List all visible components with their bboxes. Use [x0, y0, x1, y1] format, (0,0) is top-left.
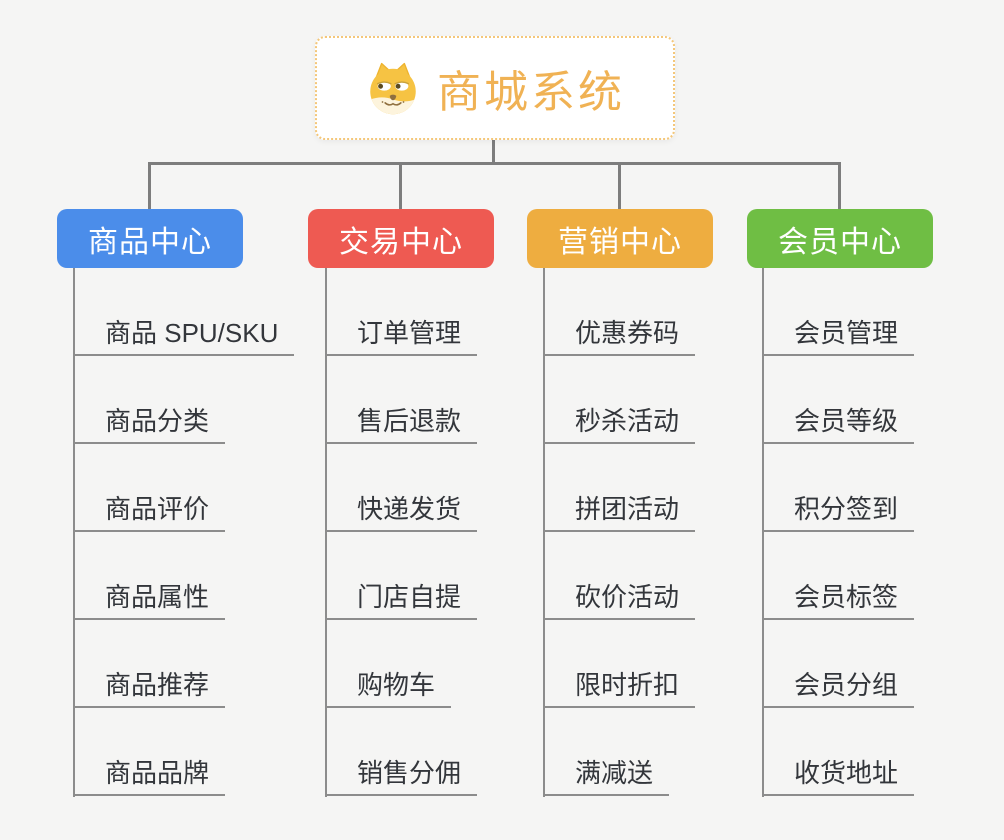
leaf-node[interactable]: 快递发货	[327, 444, 478, 532]
leaf-node[interactable]: 商品评价	[75, 444, 226, 532]
doge-icon	[370, 62, 416, 115]
root-node[interactable]: 商城系统	[315, 36, 675, 140]
leaf-node[interactable]: 会员管理	[764, 268, 915, 356]
leaf-node[interactable]: 满减送	[545, 708, 670, 796]
connector-drop-product	[148, 162, 151, 210]
leaf-list-member-center: 会员管理 会员等级 积分签到 会员标签 会员分组 收货地址	[762, 268, 915, 797]
leaf-list-product-center: 商品 SPU/SKU 商品分类 商品评价 商品属性 商品推荐 商品品牌	[73, 268, 295, 797]
leaf-node[interactable]: 会员等级	[764, 356, 915, 444]
connector-drop-member	[838, 162, 841, 210]
root-title: 商城系统	[437, 68, 625, 117]
connector-drop-marketing	[618, 162, 621, 210]
leaf-node[interactable]: 门店自提	[327, 532, 478, 620]
leaf-node[interactable]: 商品推荐	[75, 620, 226, 708]
leaf-list-marketing-center: 优惠券码 秒杀活动 拼团活动 砍价活动 限时折扣 满减送	[543, 268, 696, 797]
leaf-node[interactable]: 收货地址	[764, 708, 915, 796]
leaf-list-trade-center: 订单管理 售后退款 快递发货 门店自提 购物车 销售分佣	[325, 268, 478, 797]
leaf-node[interactable]: 会员标签	[764, 532, 915, 620]
leaf-node[interactable]: 砍价活动	[545, 532, 696, 620]
leaf-node[interactable]: 商品品牌	[75, 708, 226, 796]
leaf-node[interactable]: 商品属性	[75, 532, 226, 620]
branch-node-trade-center[interactable]: 交易中心	[308, 209, 494, 268]
leaf-node[interactable]: 销售分佣	[327, 708, 478, 796]
connector-horizontal-bar	[148, 162, 841, 165]
leaf-node[interactable]: 限时折扣	[545, 620, 696, 708]
leaf-node[interactable]: 积分签到	[764, 444, 915, 532]
leaf-node[interactable]: 商品分类	[75, 356, 226, 444]
leaf-node[interactable]: 售后退款	[327, 356, 478, 444]
branch-node-marketing-center[interactable]: 营销中心	[527, 209, 713, 268]
leaf-node[interactable]: 会员分组	[764, 620, 915, 708]
leaf-node[interactable]: 优惠券码	[545, 268, 696, 356]
connector-root-stem	[492, 140, 495, 165]
leaf-node[interactable]: 拼团活动	[545, 444, 696, 532]
leaf-node[interactable]: 订单管理	[327, 268, 478, 356]
branch-node-product-center[interactable]: 商品中心	[57, 209, 243, 268]
leaf-node[interactable]: 秒杀活动	[545, 356, 696, 444]
leaf-node[interactable]: 购物车	[327, 620, 452, 708]
connector-drop-trade	[399, 162, 402, 210]
leaf-node[interactable]: 商品 SPU/SKU	[75, 268, 295, 356]
branch-node-member-center[interactable]: 会员中心	[747, 209, 933, 268]
